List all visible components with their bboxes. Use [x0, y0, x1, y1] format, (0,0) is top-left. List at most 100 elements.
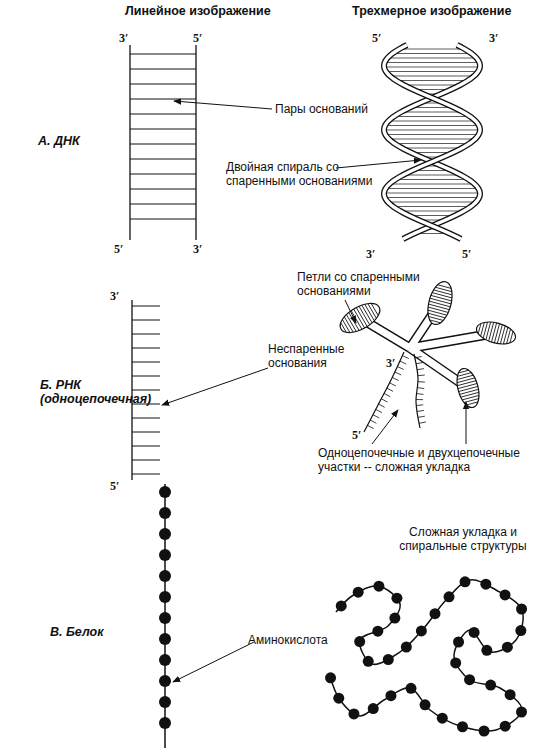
amino-acid-bead	[353, 587, 364, 598]
single-strand-base	[367, 425, 373, 428]
loop-hatch	[371, 303, 378, 315]
amino-acid-bead	[450, 657, 461, 668]
base-pair-rung	[386, 71, 478, 72]
unpaired-base	[132, 320, 160, 321]
rna-strand	[132, 300, 160, 480]
base-pair-rung	[130, 204, 196, 205]
single-strand-base	[417, 410, 424, 411]
loop-hatch	[428, 310, 447, 315]
amino-acid-bead	[479, 726, 490, 737]
strand-end: 5′	[193, 31, 211, 45]
single-strand-base	[378, 404, 384, 407]
loop-hatch	[429, 301, 450, 307]
column-header: Трехмерное изображение	[352, 4, 542, 18]
loop-hatch	[429, 304, 450, 310]
loop-hatch	[510, 331, 513, 343]
loop-hatch	[430, 298, 451, 304]
base-pair-rung	[388, 121, 475, 122]
amino-acid-bead	[405, 683, 416, 694]
single-strand-base	[390, 383, 396, 386]
paired-loop	[335, 297, 384, 338]
base-pair-rung	[130, 189, 196, 190]
unpaired-base	[132, 460, 160, 461]
column-header: Линейное изображение	[125, 4, 295, 18]
single-strand-base	[415, 356, 422, 357]
single-strand-base	[416, 399, 423, 400]
amino-acid-bead	[348, 708, 359, 719]
amino-acid-bead	[437, 713, 448, 724]
base-pair-rung	[386, 188, 479, 189]
base-pair-rung	[385, 62, 480, 63]
amino-acid-bead	[469, 627, 480, 638]
backbone-ribbon	[384, 45, 480, 239]
amino-acid-bead	[363, 656, 374, 667]
paired-loop	[424, 279, 457, 327]
base-pair-rung	[384, 130, 480, 131]
base-pair-rung	[401, 112, 463, 113]
amino-acid-bead	[516, 603, 527, 614]
single-strand-base	[417, 393, 424, 395]
loop-hatch	[460, 389, 479, 394]
strand-rail	[129, 45, 130, 240]
single-strand-base	[395, 372, 401, 375]
single-strand-base	[392, 377, 398, 380]
single-strand-base	[418, 416, 425, 417]
callout-label: Неспаренные основания	[268, 342, 368, 370]
strand-end: 5′	[372, 31, 390, 45]
loop-hatch	[481, 322, 485, 336]
callout-label: Петли со спаренными основаниями	[297, 270, 432, 298]
base-pair-rung	[392, 53, 471, 54]
strand-end: 3′	[386, 356, 404, 370]
amino-acid-bead	[159, 549, 171, 561]
callout-label: Сложная укладка и спиральные структуры	[378, 525, 548, 553]
single-strand-base	[417, 369, 424, 370]
single-strand-base	[384, 393, 390, 396]
base-pair-rung	[389, 184, 474, 185]
amino-acid-bead	[500, 721, 511, 732]
amino-acid-bead	[457, 721, 468, 732]
paired-loop	[453, 366, 483, 410]
base-pair-rung	[385, 134, 478, 135]
amino-acid-bead	[385, 690, 396, 701]
leader-arrow	[336, 160, 421, 168]
rna-fold	[335, 279, 517, 432]
single-strand-base	[417, 387, 424, 389]
protein-chain	[159, 484, 171, 748]
loop-hatch	[459, 370, 469, 373]
base-pair-rung	[396, 80, 468, 81]
unpaired-base	[132, 390, 160, 391]
amino-acid-bead	[416, 625, 427, 636]
backbone-ribbon-fill	[384, 45, 480, 239]
single-strand-base	[418, 375, 425, 377]
unpaired-base	[132, 334, 160, 335]
leader-arrow	[466, 402, 467, 444]
single-strand-base	[402, 356, 408, 359]
backbone-ribbon-fill	[384, 45, 480, 239]
amino-acid-bead	[333, 693, 344, 704]
loop-hatch	[368, 304, 376, 319]
loop-hatch	[459, 386, 478, 391]
callout-label: Аминокислота	[248, 633, 358, 647]
strand-end: 3′	[366, 247, 384, 261]
single-strand-base	[419, 422, 426, 423]
amino-acid-bead	[515, 625, 526, 636]
loop-hatch	[432, 293, 452, 298]
loop-hatch	[431, 295, 452, 301]
amino-acid-bead	[383, 654, 394, 665]
amino-acid-bead	[464, 674, 475, 685]
single-strand-base	[381, 399, 387, 402]
amino-acid-bead	[485, 680, 496, 691]
base-pair-rung	[384, 193, 480, 194]
base-pair-rung	[130, 174, 196, 175]
dna-ladder	[130, 45, 196, 240]
section-label: В. Белок	[50, 625, 140, 639]
protein-fold	[325, 576, 527, 736]
amino-acid-bead	[159, 507, 171, 519]
unpaired-base	[132, 418, 160, 419]
single-strand-base	[416, 363, 423, 364]
unpaired-base	[132, 446, 160, 447]
base-pair-rung	[130, 144, 196, 145]
amino-acid-bead	[453, 637, 464, 648]
amino-acid-bead	[429, 608, 440, 619]
base-pair-rung	[384, 67, 480, 68]
